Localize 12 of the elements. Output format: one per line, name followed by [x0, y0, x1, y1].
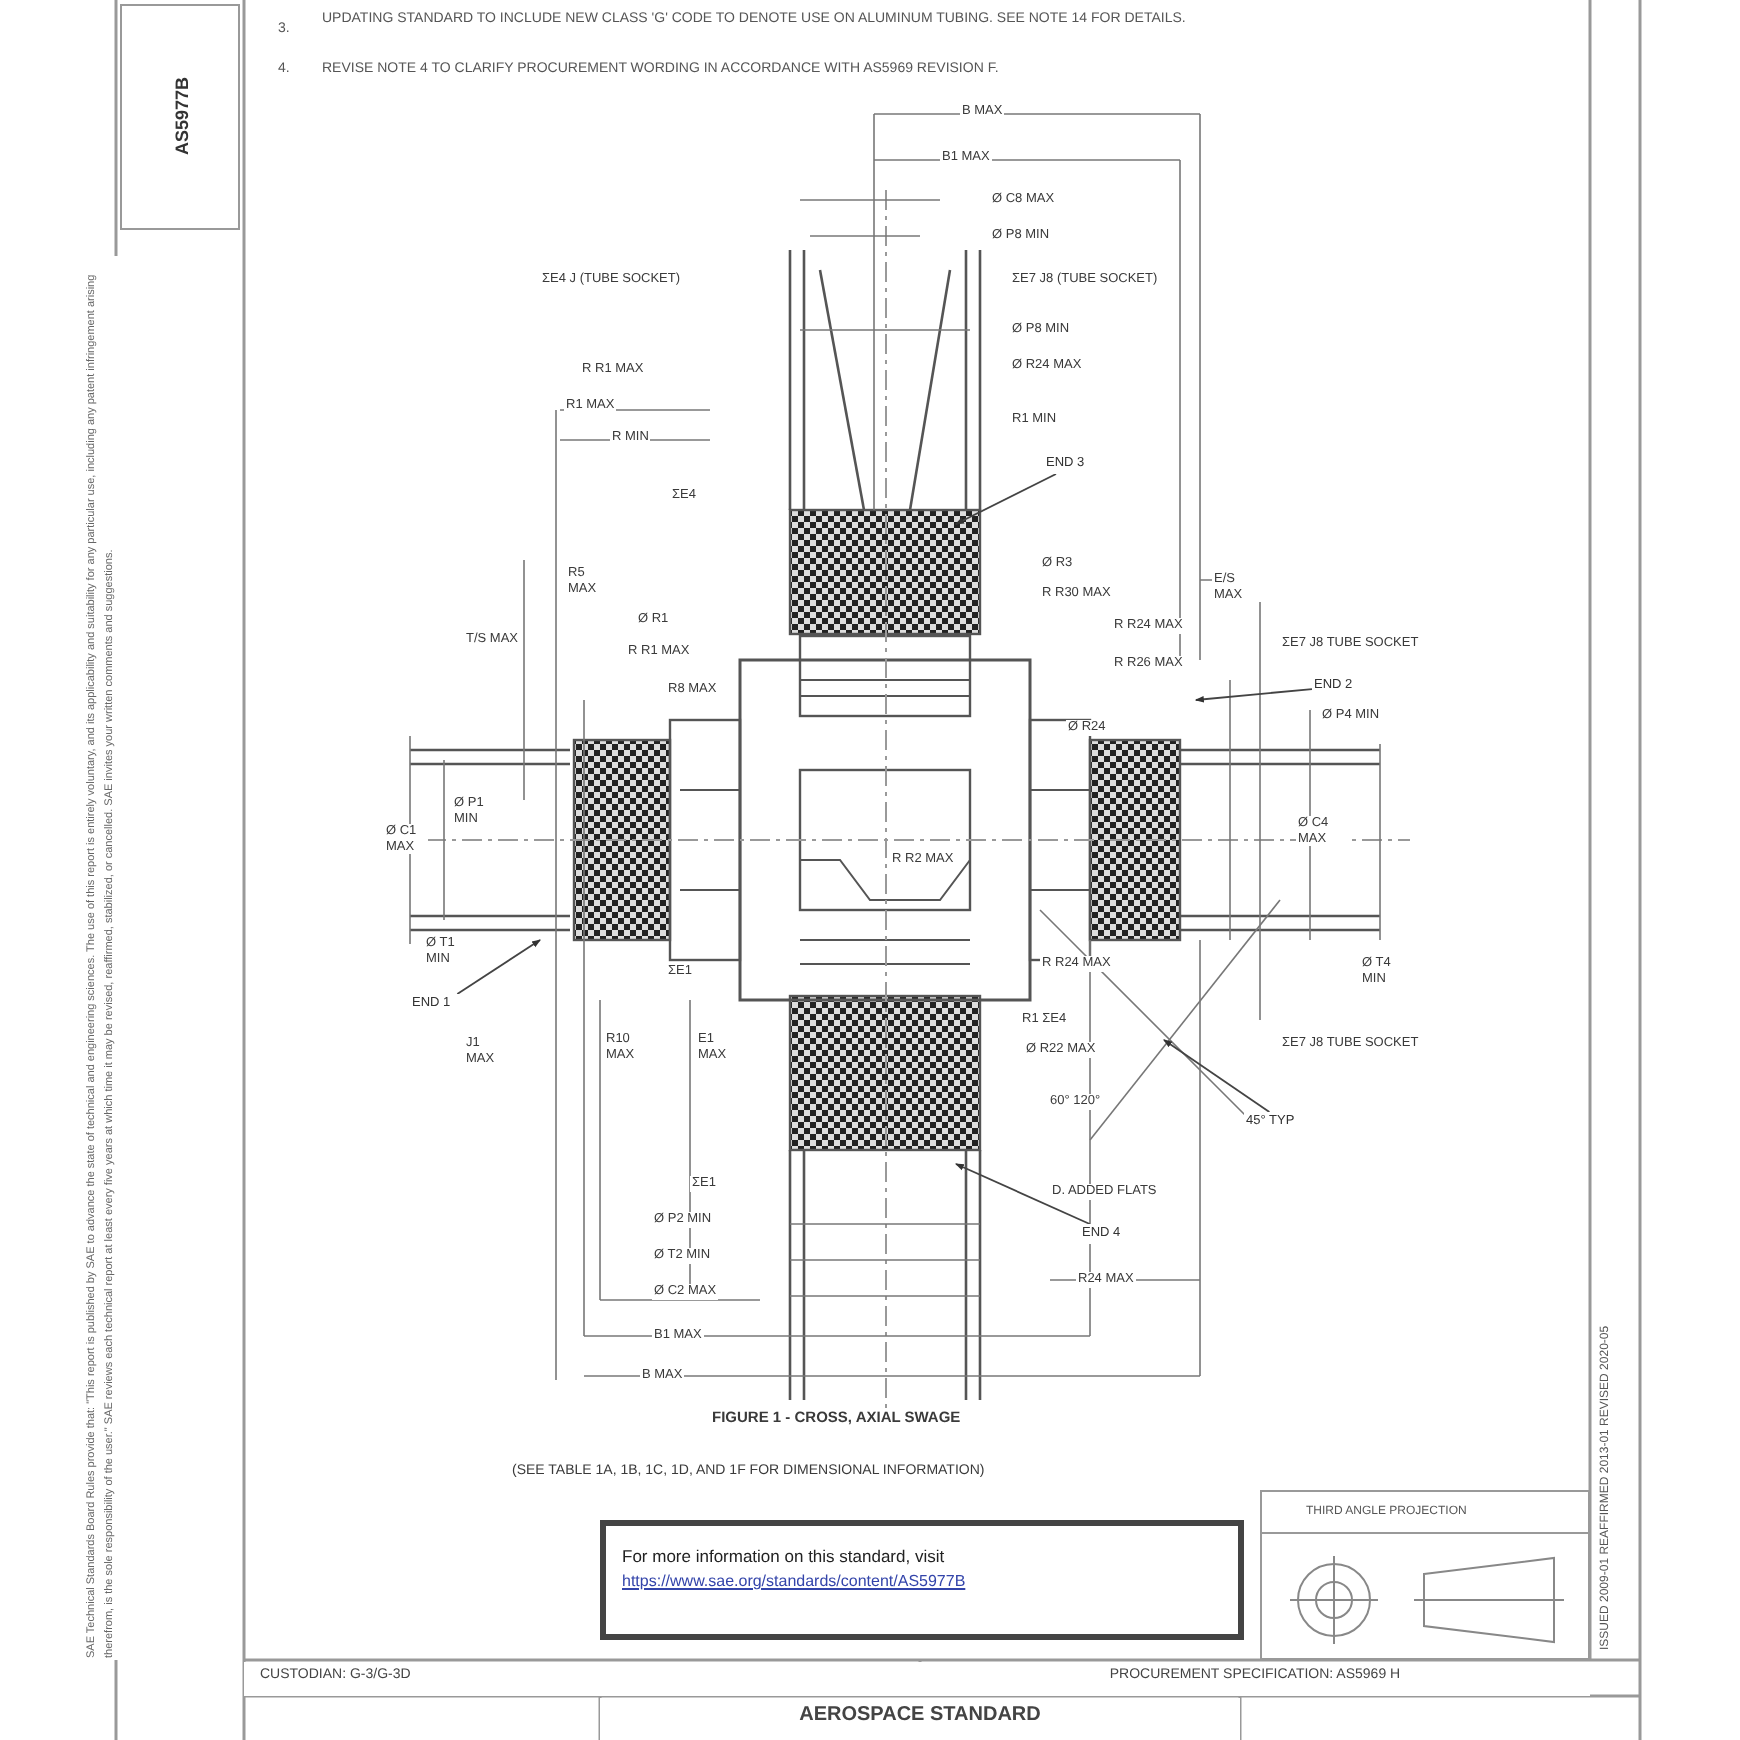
leader-line [1194, 688, 1313, 703]
web-link: https://www.sae.org/standards/content/AS5977B [622, 1572, 966, 1590]
leader-line [955, 473, 1057, 525]
leader-line [954, 1163, 1091, 1225]
projection-box [1260, 1490, 1590, 1660]
info-box [600, 1520, 1244, 1640]
info-text: For more information on this standard, visit [622, 1546, 945, 1566]
leader-line [456, 939, 541, 995]
standard-number: AS5977B [172, 74, 192, 160]
title-block-field: AEROSPACE STANDARD [600, 1698, 1240, 1740]
leader-line [1163, 1039, 1271, 1113]
standard-number-box [120, 4, 240, 230]
